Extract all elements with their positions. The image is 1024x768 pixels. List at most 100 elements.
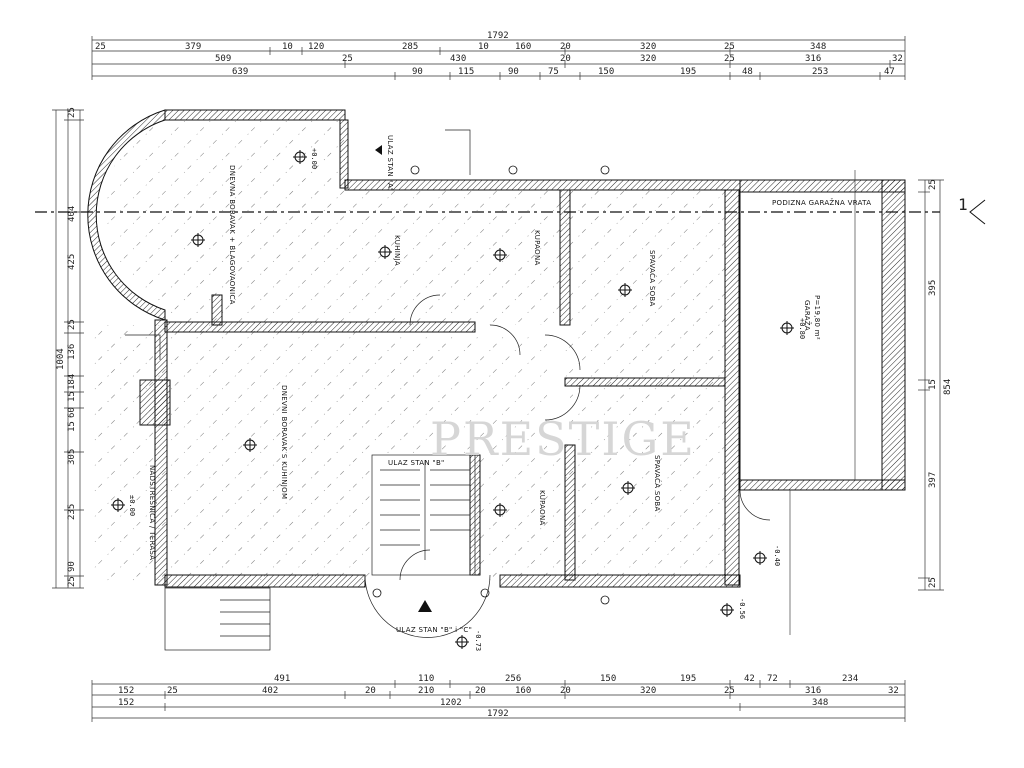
level-marker-icon [378,245,392,259]
staircase [364,454,491,638]
level-marker-icon [455,635,469,649]
dim-label: 253 [812,67,828,77]
level-marker-icon [621,481,635,495]
dim-label: 10 [478,42,489,52]
wall [739,479,906,491]
doors [125,129,771,581]
level-markers: +0.80 ±0.00 -0.40 -0.56 -0.73 +0.00 [111,148,806,651]
wall-east [724,189,740,586]
level-marker-icon [493,503,507,517]
dim-label: 25 [928,577,938,588]
dim-label: 195 [680,67,696,77]
dim-label: 320 [640,686,656,696]
dim-label: 75 [548,67,559,77]
level-marker-icon [243,438,257,452]
watermark-text: PRESTIGE [430,412,696,466]
level-marker-icon [720,603,734,617]
dim-label: 1004 [56,348,66,370]
dim-label: 379 [185,42,201,52]
room-label-ulaz-b: ULAZ STAN "B" [388,459,445,467]
dim-label: 1202 [440,698,462,708]
dim-label: 184 [67,374,77,390]
right-dimension-labels: 25 395 15 854 397 25 [928,179,953,588]
wall [344,179,741,191]
dim-label: 15 [928,379,938,390]
level-marker-icon [618,283,632,297]
dim-label: 20 [475,686,486,696]
dim-label: 285 [402,42,418,52]
room-labels: DNEVNA BORAVAK + BLAGOVAONICA KUHINJA KU… [148,135,871,634]
room-label-podizna: PODIZNA GARAŽNA VRATA [772,198,871,207]
dim-label: 491 [274,674,290,684]
dim-label: 1792 [487,31,509,41]
section-arrow-icon [969,199,986,225]
wall-south [164,574,366,588]
stair-well [371,454,476,576]
dim-label: 25 [724,54,735,64]
dim-label: 235 [67,504,77,520]
floor-hall [372,335,547,455]
level-marker-icon [111,498,125,512]
wall-lamps [372,165,610,605]
level-label: ±0.00 [128,495,136,516]
level-label: +0.00 [310,148,318,169]
dim-label: 48 [742,67,753,77]
wall-mid [564,377,726,387]
dim-label: 25 [67,319,77,330]
dim-label: 72 [767,674,778,684]
chimney [139,379,171,426]
dim-label: 430 [450,54,466,64]
room-label-ulaz-bc: ULAZ STAN "B" i "C" [396,626,472,634]
dim-label: 25 [724,686,735,696]
dim-label: 256 [505,674,521,684]
room-label-dnevna-bottom: DNEVNI BORAVAK S KUHINJOM [280,385,288,499]
stair-curve [364,574,491,638]
room-label-nadstresnica: NADSTREŠNICA / TERASA [148,465,157,560]
bottom-dimension-labels: 491 110 256 150 195 42 72 234 152 25 402… [118,674,899,719]
right-dimensions [918,179,944,591]
dim-label: 60 [67,407,77,418]
dim-label: 32 [892,54,903,64]
dim-label: 854 [943,379,953,395]
dim-label: 25 [724,42,735,52]
dim-label: 110 [418,674,434,684]
top-dimensions [91,36,906,80]
wall-partition [564,444,576,581]
room-label-ulaz-a: ULAZ STAN "A" [386,135,394,192]
level-label: -0.56 [738,598,746,619]
dim-label: 152 [118,698,134,708]
dim-label: 195 [680,674,696,684]
dim-label: 425 [67,254,77,270]
level-marker-icon [493,248,507,262]
left-dimension-labels: 25 404 425 25 136 184 15 60 15 305 235 9… [56,107,77,587]
dim-label: 348 [812,698,828,708]
floor-dnevna-bottom [92,325,372,585]
dim-label: 160 [515,42,531,52]
outside-stair [164,587,271,651]
dim-label: 1792 [487,709,509,719]
dim-label: 404 [67,206,77,222]
dim-label: 20 [560,686,571,696]
dim-label: 115 [458,67,474,77]
garage-room [739,191,883,481]
room-label-spavaca-top: SPAVAĆA SOBA [648,250,657,307]
left-dimensions [52,109,84,589]
dim-label: 136 [67,344,77,360]
dim-label: 320 [640,42,656,52]
dim-label: 234 [842,674,858,684]
walls [87,109,906,588]
level-marker-icon [293,150,307,164]
wall-partition [339,119,349,189]
dim-label: 20 [560,42,571,52]
dim-label: 90 [508,67,519,77]
level-label: +0.80 [798,318,806,339]
floor-dnevna-top [102,120,475,325]
floor-spavaca-top [565,188,730,383]
wall-partition [559,189,571,326]
floor-kupaona-top [475,188,565,325]
wall-south [499,574,741,588]
dim-label: 20 [560,54,571,64]
room-label-garaza: GARAŽA [803,300,812,331]
level-label: -0.40 [773,545,781,566]
dim-label: 397 [928,472,938,488]
